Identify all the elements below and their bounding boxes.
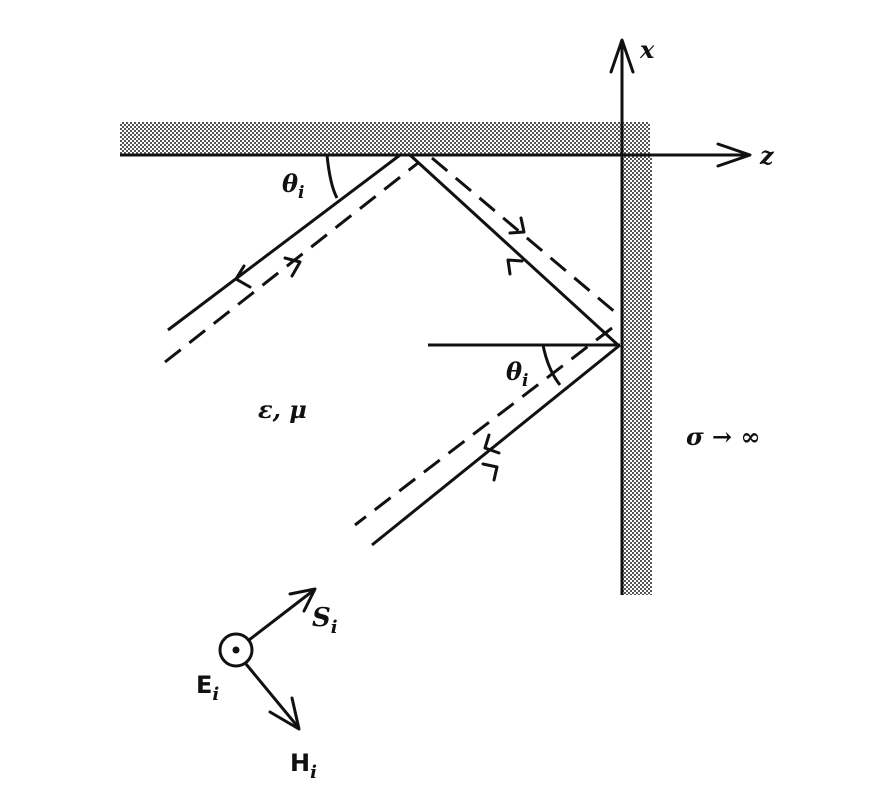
reflected-arrow (483, 433, 501, 455)
reflected-arrow (234, 264, 252, 289)
angle-arc-top (325, 154, 339, 199)
middle-ray-pair (408, 153, 623, 347)
field-vectors (218, 587, 317, 731)
top-conductor-plate (120, 122, 650, 155)
incident-arrow (283, 256, 302, 278)
incident-arrow (481, 462, 499, 482)
reflected-arrow (506, 258, 524, 276)
x-axis-label: x (639, 35, 655, 64)
theta-top-label: θi (282, 169, 304, 203)
right-conductor-plate (622, 155, 652, 595)
angle-arc-bottom (541, 344, 562, 386)
theta-bottom-label: θi (506, 357, 528, 391)
incident-arrow (508, 216, 526, 235)
upper-ray-pair (164, 153, 419, 364)
h-vector-arrow (268, 696, 301, 731)
electric-field-label: Ei (196, 671, 219, 705)
conductor-label: σ → ∞ (686, 422, 761, 451)
e-field-out-of-page-icon (218, 632, 254, 668)
medium-label: ε, μ (258, 395, 307, 424)
s-vector-arrow (288, 587, 317, 613)
z-axis-label: z (759, 141, 775, 170)
x-axis (609, 38, 635, 595)
z-axis (622, 142, 752, 168)
poynting-label: Si (312, 603, 338, 638)
lower-ray-pair (354, 326, 621, 547)
magnetic-field-label: Hi (290, 749, 317, 783)
